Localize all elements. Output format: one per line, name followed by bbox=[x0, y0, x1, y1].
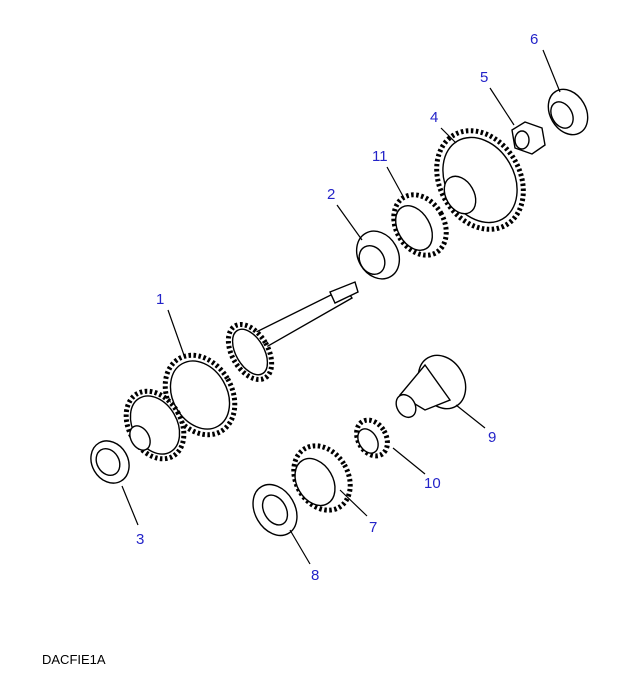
callout-6: 6 bbox=[530, 31, 538, 48]
callout-5: 5 bbox=[480, 69, 488, 86]
callout-1: 1 bbox=[156, 291, 164, 308]
part-3-bearing bbox=[90, 440, 130, 484]
part-6-bearing bbox=[547, 88, 589, 136]
diagram-caption: DACFIE1A bbox=[42, 652, 106, 667]
part-4-gear bbox=[434, 128, 526, 232]
part-10-needle-bearing bbox=[354, 417, 390, 459]
callout-10: 10 bbox=[424, 475, 441, 492]
part-2-bearing bbox=[355, 230, 401, 280]
callout-9: 9 bbox=[488, 429, 496, 446]
callout-8: 8 bbox=[311, 567, 319, 584]
part-8-washer bbox=[252, 483, 298, 537]
callout-3: 3 bbox=[136, 531, 144, 548]
part-7-gear bbox=[291, 443, 353, 513]
callout-7: 7 bbox=[369, 519, 377, 536]
part-5-nut bbox=[511, 121, 546, 155]
callout-11: 11 bbox=[372, 148, 388, 165]
leader-lines bbox=[121, 49, 561, 565]
part-1-mainshaft bbox=[123, 281, 359, 462]
callout-2: 2 bbox=[327, 186, 335, 203]
part-9-sleeve bbox=[395, 354, 467, 419]
callout-4: 4 bbox=[430, 109, 438, 126]
